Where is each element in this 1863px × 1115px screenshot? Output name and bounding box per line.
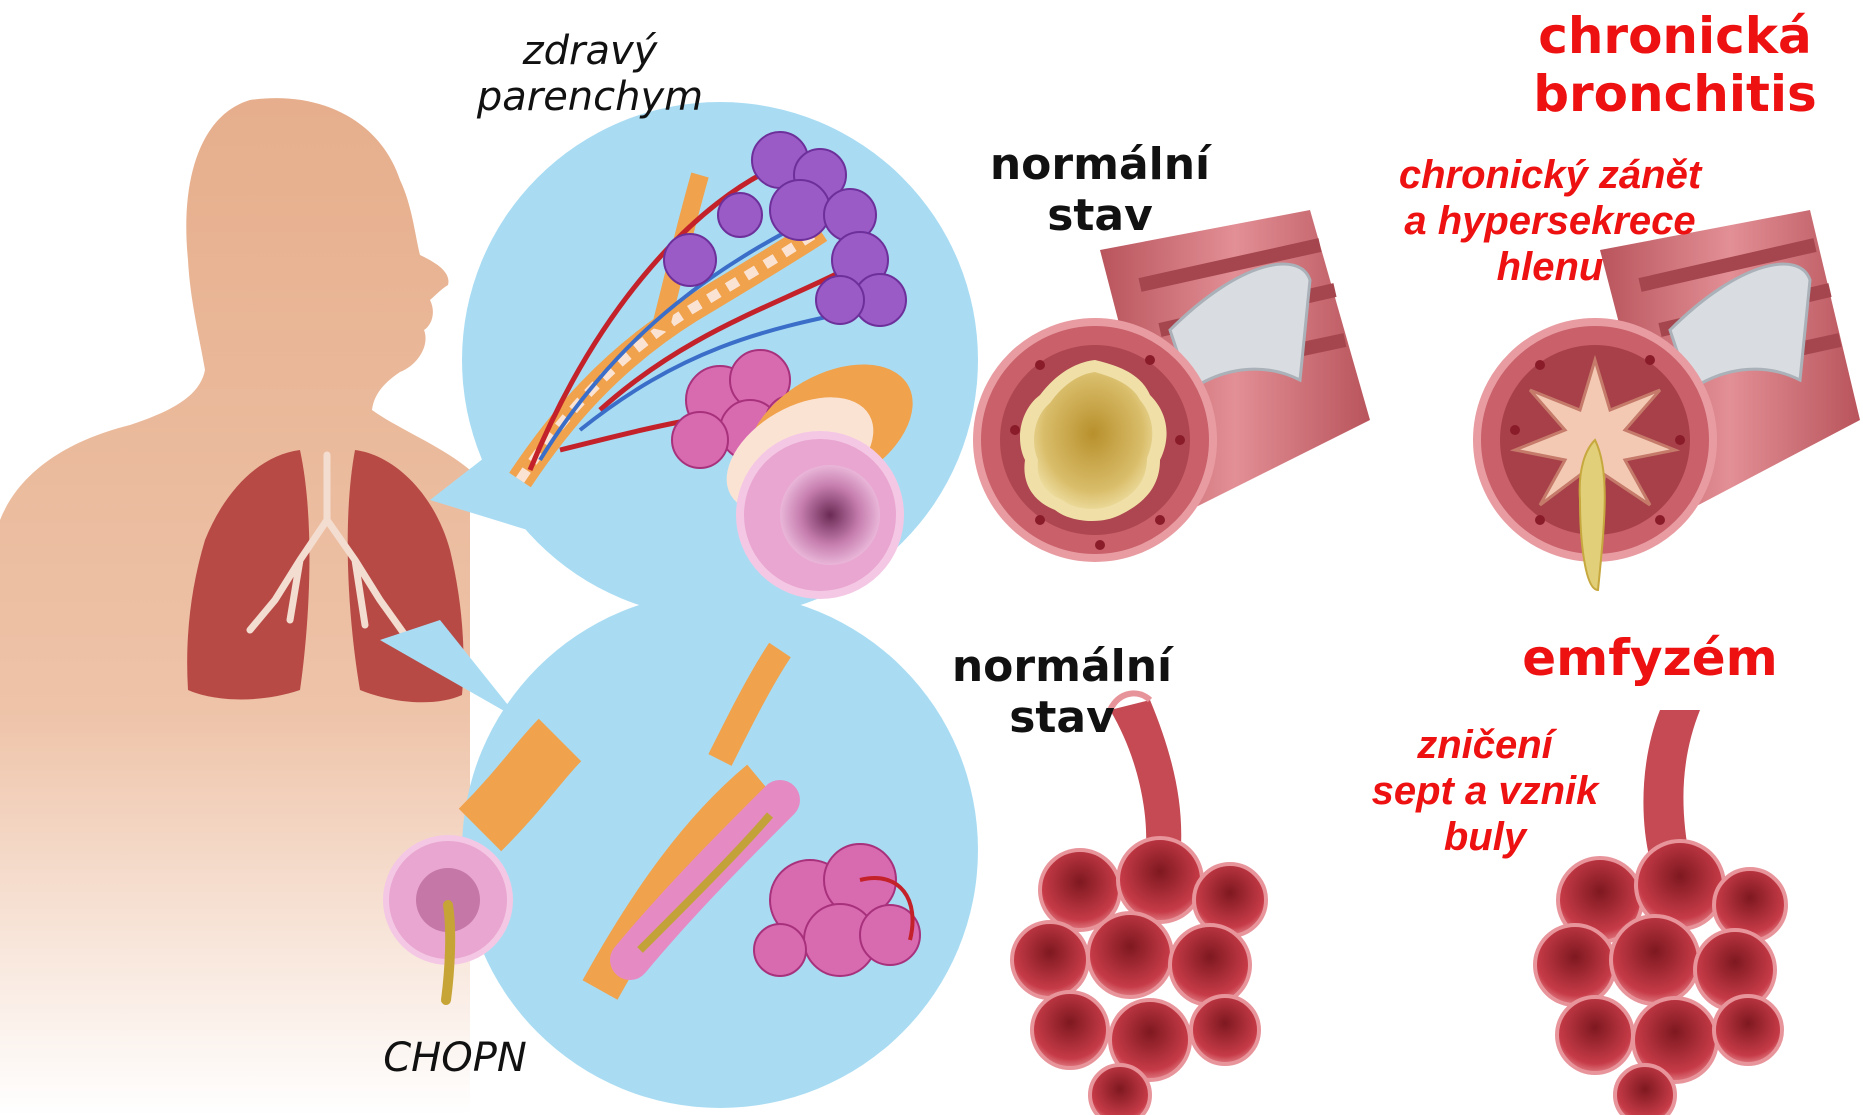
label-septa-destruction-note: zničení sept a vznik buly [1325, 722, 1645, 860]
label-emphysema: emfyzém [1500, 630, 1800, 688]
normal-alveoli [1012, 693, 1266, 1115]
label-normal-state-bottom: normální stav [912, 642, 1212, 743]
label-normal-state-top: normální stav [950, 140, 1250, 241]
label-healthy-parenchyma: zdravý parenchym [440, 28, 740, 120]
label-copd: CHOPN [355, 1035, 555, 1081]
label-chronic-inflammation-note: chronický zánět a hypersekrece hlenu [1355, 152, 1745, 290]
healthy-parenchyma-bubble [430, 102, 978, 618]
label-chronic-bronchitis: chronická bronchitis [1490, 8, 1860, 123]
normal-bronchus [977, 210, 1370, 558]
